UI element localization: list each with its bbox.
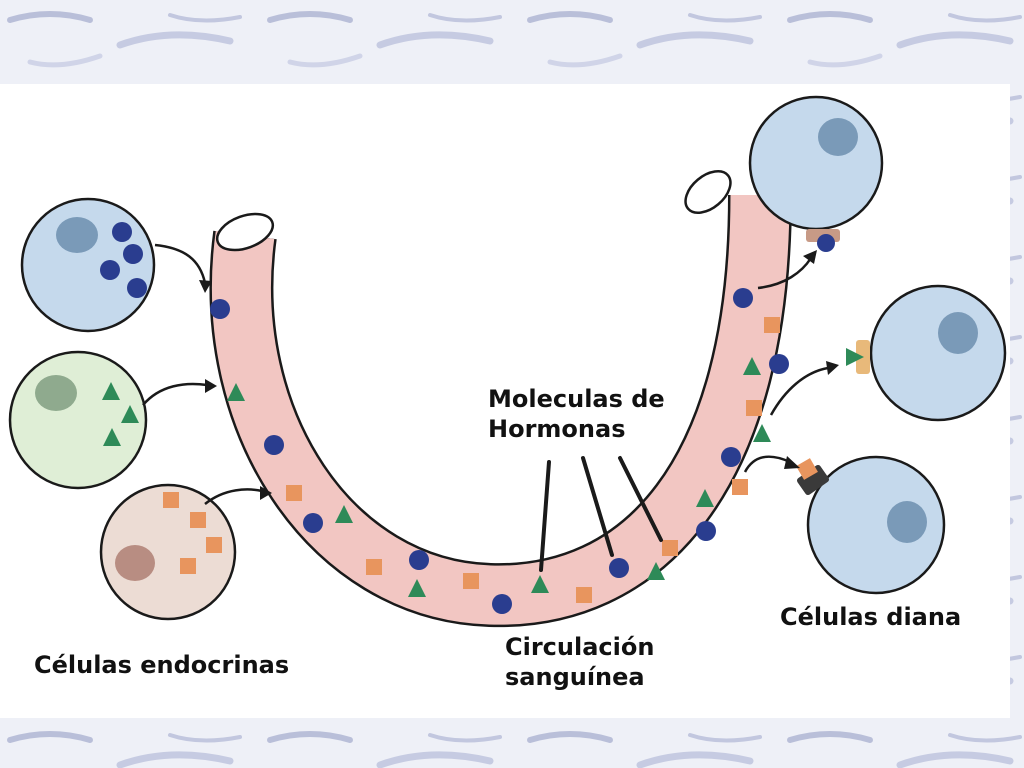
hormone-square bbox=[286, 485, 302, 501]
right-decorative-band bbox=[1010, 84, 1024, 718]
hormones-in-vessel bbox=[210, 288, 789, 614]
hormone-square bbox=[190, 512, 206, 528]
label-endocrine-cells-text: Células endocrinas bbox=[34, 651, 290, 679]
arrowhead bbox=[784, 456, 800, 469]
hormone-circle bbox=[123, 244, 143, 264]
endocrine-cell-green bbox=[8, 350, 148, 490]
label-blood-circulation: Circulación sanguínea bbox=[505, 632, 654, 692]
hormone-circle bbox=[127, 278, 147, 298]
vessel-left-opening bbox=[215, 212, 275, 252]
hormone-triangle bbox=[121, 405, 139, 423]
arrowhead bbox=[199, 280, 212, 293]
hormone-square bbox=[764, 317, 780, 333]
hormone-triangle bbox=[227, 383, 245, 401]
hormone-circle bbox=[112, 222, 132, 242]
hormone-circle bbox=[264, 435, 284, 455]
arrowhead bbox=[260, 486, 272, 500]
arrow-secretion-1 bbox=[154, 243, 207, 284]
hormone-triangle bbox=[103, 428, 121, 446]
arrowhead bbox=[826, 361, 839, 375]
nucleus bbox=[938, 312, 978, 354]
vessel-right-opening bbox=[684, 170, 732, 214]
nucleus bbox=[35, 375, 77, 411]
pointer-line-1 bbox=[539, 460, 551, 572]
hormone-square bbox=[180, 558, 196, 574]
hormone-circle bbox=[609, 558, 629, 578]
hormone-triangle bbox=[408, 579, 426, 597]
arrowhead bbox=[803, 250, 817, 264]
hormone-square bbox=[366, 559, 382, 575]
hormone-triangle bbox=[335, 505, 353, 523]
hormone-circle bbox=[733, 288, 753, 308]
receptor bbox=[796, 464, 830, 496]
target-cell-middle bbox=[846, 284, 1007, 422]
hormone-square bbox=[662, 540, 678, 556]
arrow-secretion-2 bbox=[142, 382, 208, 406]
binding-arrows bbox=[743, 250, 839, 473]
blood-vessel bbox=[209, 170, 792, 628]
target-cell-bottom bbox=[796, 455, 946, 595]
label-endocrine-cells: Células endocrinas bbox=[34, 650, 289, 680]
arrow-binding-3 bbox=[743, 455, 791, 473]
target-cell-top bbox=[748, 95, 884, 252]
hormone-circle bbox=[769, 354, 789, 374]
bound-hormone-triangle bbox=[846, 348, 864, 366]
arrow-binding-2 bbox=[769, 366, 829, 416]
secretion-arrows bbox=[142, 243, 272, 505]
nucleus bbox=[818, 118, 858, 156]
hormone-triangle bbox=[753, 424, 771, 442]
hormone-triangle bbox=[696, 489, 714, 507]
nucleus bbox=[115, 545, 155, 581]
hormone-square bbox=[746, 400, 762, 416]
top-decorative-band bbox=[0, 0, 1024, 84]
hormone-triangle bbox=[647, 562, 665, 580]
vessel-fill bbox=[212, 194, 790, 625]
pointer-line-2 bbox=[581, 456, 614, 557]
hormone-triangle bbox=[743, 357, 761, 375]
hormone-square bbox=[163, 492, 179, 508]
label-hormone-molecules: Moleculas de Hormonas bbox=[488, 384, 665, 444]
hormone-circle bbox=[721, 447, 741, 467]
nucleus bbox=[887, 501, 927, 543]
pointer-line-3 bbox=[618, 456, 663, 542]
hormone-circle bbox=[696, 521, 716, 541]
hormone-circle bbox=[303, 513, 323, 533]
endocrine-cell-beige bbox=[99, 483, 237, 621]
hormone-triangle bbox=[102, 382, 120, 400]
label-hormone-molecules-line2: Hormonas bbox=[488, 415, 626, 443]
hormone-pointer-lines bbox=[539, 456, 663, 572]
arrow-secretion-3 bbox=[204, 488, 263, 505]
hormone-square bbox=[732, 479, 748, 495]
hormone-square bbox=[206, 537, 222, 553]
label-target-cells: Células diana bbox=[780, 602, 961, 632]
arrowhead bbox=[205, 379, 217, 393]
hormone-triangle bbox=[531, 575, 549, 593]
bottom-decorative-band bbox=[0, 718, 1024, 768]
label-hormone-molecules-line1: Moleculas de bbox=[488, 385, 665, 413]
hormone-circle bbox=[409, 550, 429, 570]
hormone-square bbox=[463, 573, 479, 589]
nucleus bbox=[56, 217, 98, 253]
endocrine-cell-blue bbox=[20, 197, 156, 333]
arrow-binding-1 bbox=[757, 257, 813, 290]
bound-hormone-circle bbox=[817, 234, 835, 252]
label-blood-circulation-line2: sanguínea bbox=[505, 663, 645, 691]
hormone-circle bbox=[492, 594, 512, 614]
hormone-square bbox=[576, 587, 592, 603]
label-target-cells-text: Células diana bbox=[780, 603, 962, 631]
hormone-circle bbox=[100, 260, 120, 280]
bound-hormone-square bbox=[796, 458, 818, 480]
hormone-circle bbox=[210, 299, 230, 319]
label-blood-circulation-line1: Circulación bbox=[505, 633, 655, 661]
